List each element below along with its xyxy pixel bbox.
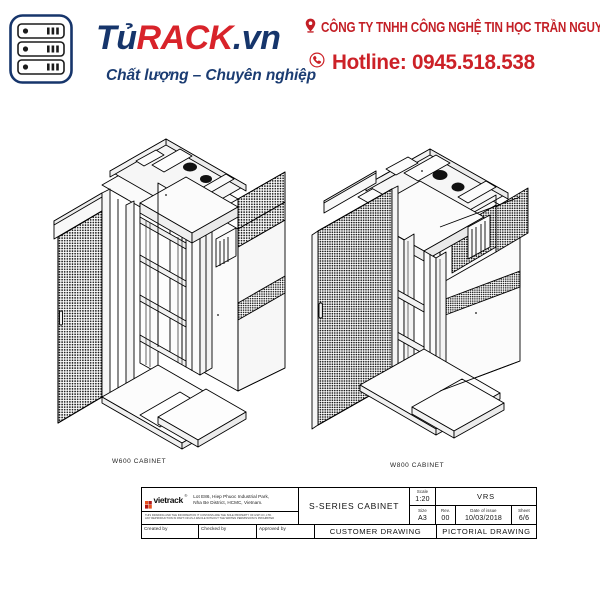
company-name-text: CÔNG TY TNHH CÔNG NGHỆ TIN HỌC TRẦN NGUY… bbox=[321, 20, 600, 36]
sheet-cell: Sheet 6/6 bbox=[512, 506, 536, 524]
hotline-line: Hotline: 0945.518.538 bbox=[309, 50, 543, 75]
meta-row-size-rev-date-sheet: Size A3 Rev. 00 Date of issue 10/03/2018 bbox=[410, 506, 536, 524]
vietrack-name-text: vietrack bbox=[153, 494, 184, 505]
company-identity: vietrack ® Lot E86, Hiep Phuoc Industria… bbox=[142, 488, 298, 511]
company-name-line: CÔNG TY TNHH CÔNG NGHỆ TIN HỌC TRẦN NGUY… bbox=[305, 18, 600, 38]
brand-text-rack: RACK bbox=[136, 19, 234, 57]
legal-disclaimer: THIS DRAWING AND THE INFORMATION IT CONT… bbox=[142, 511, 299, 524]
rev-value: 00 bbox=[441, 514, 450, 522]
brand-wordmark: TủRACK.vn bbox=[96, 18, 281, 58]
address-line-2: Nha Be District, HCMC, Vietnam. bbox=[193, 499, 263, 505]
drawing-name: S-SERIES CABINET bbox=[299, 488, 410, 524]
title-block-meta: Scale 1:20 VRS Size A3 Rev. 00 bbox=[410, 488, 536, 524]
pictorial-drawing-cell: PICTORIAL DRAWING bbox=[442, 527, 531, 536]
brand-text-dot: . bbox=[232, 19, 242, 57]
customer-drawing-cell: CUSTOMER DRAWING bbox=[315, 525, 437, 538]
title-block-company-cell: vietrack ® Lot E86, Hiep Phuoc Industria… bbox=[142, 488, 300, 524]
vietrack-mark-icon bbox=[145, 496, 152, 509]
size-value: A3 bbox=[418, 514, 427, 522]
vietrack-logo: vietrack ® bbox=[145, 493, 188, 509]
disclaimer-line-2: ANY REPRODUCTION IN PART OR AS A WHOLE W… bbox=[145, 517, 275, 521]
created-by-cell: Created by bbox=[142, 525, 199, 538]
title-block: vietrack ® Lot E86, Hiep Phuoc Industria… bbox=[141, 487, 537, 539]
approved-by-cell: Approved by bbox=[257, 525, 315, 538]
size-label: Size bbox=[418, 507, 427, 513]
date-cell: Date of issue 10/03/2018 bbox=[456, 506, 512, 524]
checked-by-cell: Checked by bbox=[199, 525, 257, 538]
sheet-label: Sheet bbox=[518, 507, 530, 513]
address-line-1: Lot E86, Hiep Phuoc Industrial Park, bbox=[193, 493, 270, 499]
phone-icon bbox=[309, 52, 325, 73]
rev-label: Rev. bbox=[441, 507, 450, 513]
date-value: 10/03/2018 bbox=[464, 514, 503, 522]
sheet-value: 6/6 bbox=[518, 514, 530, 522]
brand-text-vn: vn bbox=[241, 19, 281, 57]
server-rack-icon bbox=[8, 13, 74, 85]
date-label: Date of issue bbox=[470, 507, 497, 513]
drawing-area: W600 CABINET W800 CABINET bbox=[0, 100, 600, 600]
company-address: Lot E86, Hiep Phuoc Industrial Park, Nha… bbox=[193, 494, 269, 506]
brand-text-tu: Tủ bbox=[96, 19, 137, 57]
page-header: TủRACK.vn Chất lượng – Chuyên nghiệp CÔN… bbox=[0, 0, 600, 100]
vietrack-trademark-symbol: ® bbox=[184, 493, 188, 498]
rack-cabinet-isometric-icon-w800 bbox=[300, 135, 550, 455]
disclaimer-line-1: THIS DRAWING AND THE INFORMATION IT CONT… bbox=[145, 513, 272, 517]
brand-logo-block: TủRACK.vn Chất lượng – Chuyên nghiệp bbox=[8, 10, 316, 95]
vrs-cell: VRS bbox=[476, 492, 496, 501]
meta-row-scale-vrs: Scale 1:20 VRS bbox=[410, 488, 536, 506]
title-block-upper-row: vietrack ® Lot E86, Hiep Phuoc Industria… bbox=[142, 488, 536, 525]
scale-label: Scale bbox=[416, 489, 429, 494]
title-block-lower-row: Created by Checked by Approved by CUSTOM… bbox=[142, 525, 536, 538]
cabinet-caption-w800: W800 CABINET bbox=[390, 462, 445, 469]
hotline-text: Hotline: 0945.518.538 bbox=[332, 50, 535, 74]
scale-cell: Scale 1:20 bbox=[410, 488, 436, 505]
scale-value: 1:20 bbox=[415, 496, 430, 503]
brand-tagline: Chất lượng – Chuyên nghiệp bbox=[106, 67, 317, 84]
location-pin-icon bbox=[305, 18, 316, 38]
cabinet-caption-w600: W600 CABINET bbox=[112, 458, 167, 465]
rev-cell: Rev. 00 bbox=[436, 506, 456, 524]
contact-block: CÔNG TY TNHH CÔNG NGHỆ TIN HỌC TRẦN NGUY… bbox=[305, 14, 600, 94]
rack-cabinet-isometric-icon-w600 bbox=[40, 125, 305, 455]
size-cell: Size A3 bbox=[410, 506, 436, 524]
